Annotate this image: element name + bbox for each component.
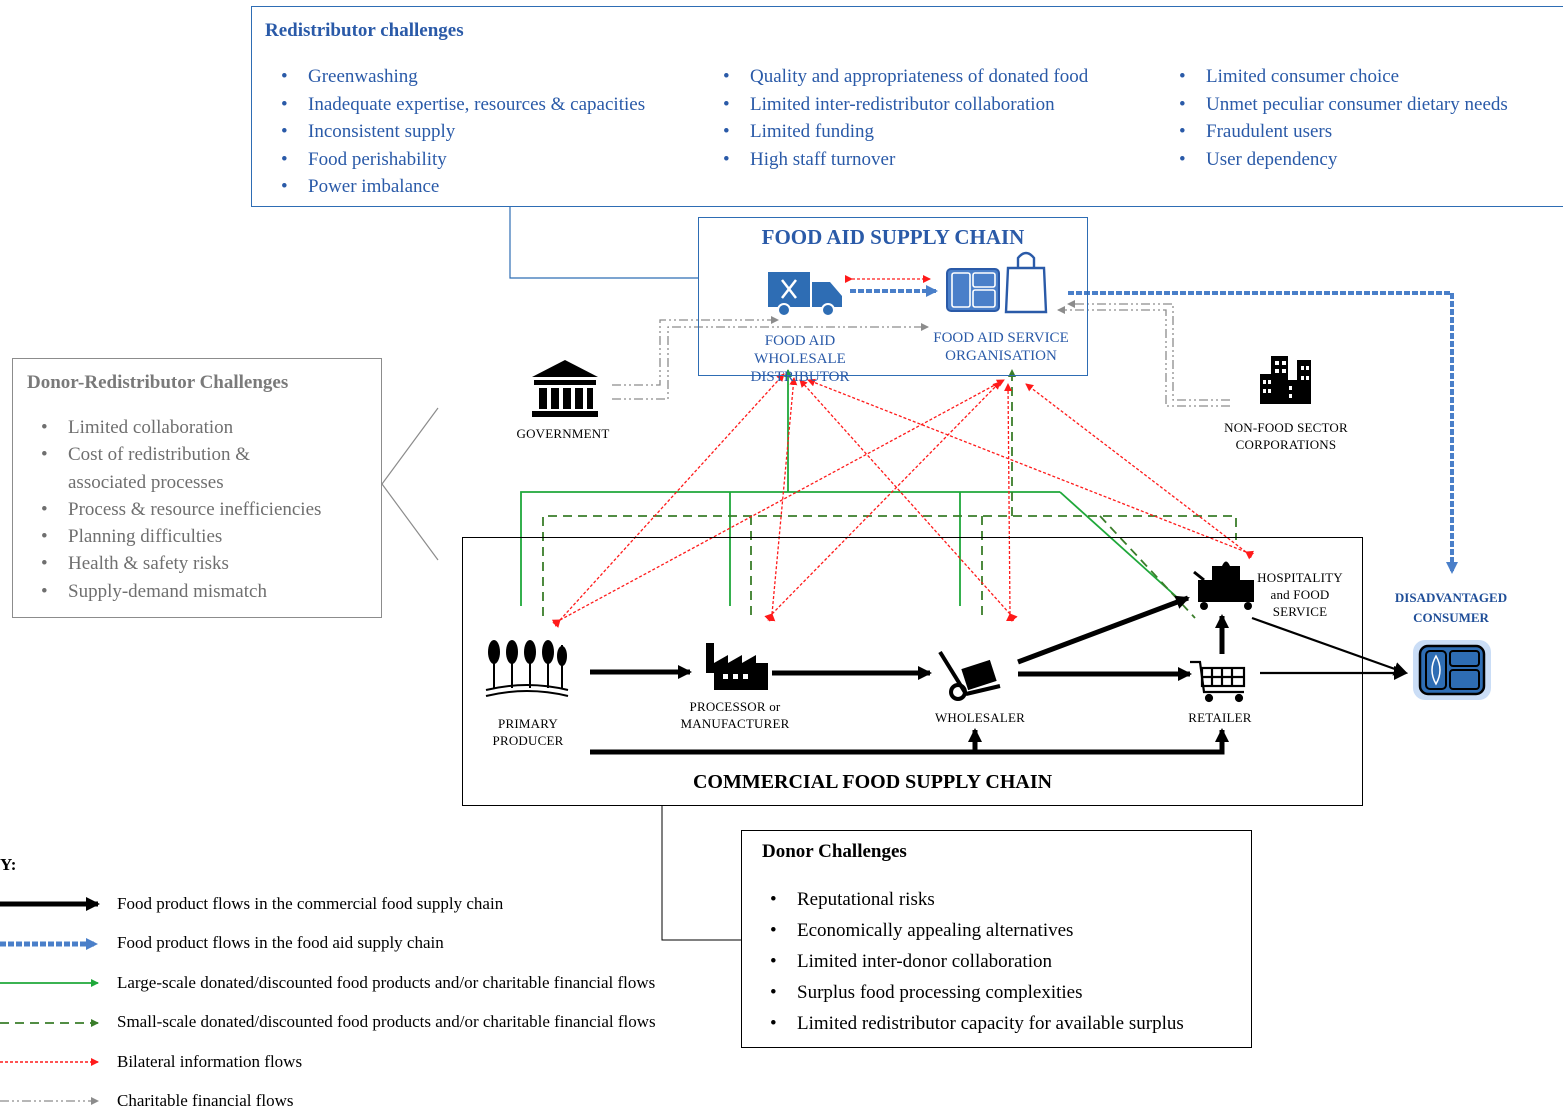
food-aid-product-flows (850, 285, 1458, 574)
government-label: GOVERNMENT (516, 426, 610, 441)
non-food-corporations-label: NON-FOOD SECTOR CORPORATIONS (1224, 420, 1348, 452)
list-item: Greenwashing (279, 63, 645, 91)
consumer-tray-icon (1413, 640, 1491, 700)
list-item: Inadequate expertise, resources & capaci… (279, 91, 645, 119)
list-item: Economically appealing alternatives (768, 915, 1184, 946)
donor-connector (661, 806, 741, 941)
factory-icon (706, 643, 768, 690)
primary-producer-label: PRIMARY PRODUCER (492, 716, 564, 748)
list-item: High staff turnover (721, 146, 1088, 174)
list-item: Reputational risks (768, 884, 1184, 915)
list-item: Surplus food processing complexities (768, 977, 1184, 1008)
commercial-food-supply-chain-box (462, 537, 1363, 806)
list-item: Process & resource inefficiencies (39, 496, 321, 524)
food-aid-supply-chain-title: FOOD AID SUPPLY CHAIN (761, 225, 1025, 249)
list-item: Health & safety risks (39, 550, 321, 578)
disadvantaged-consumer-label: DISADVANTAGED CONSUMER (1394, 590, 1508, 625)
donor-redistributor-challenges-box (12, 358, 382, 618)
redistributor-challenges-column-3: Limited consumer choice Unmet peculiar c… (1177, 63, 1508, 173)
hospitality-label: HOSPITALITY and FOOD SERVICE (1257, 570, 1343, 619)
list-item: Limited redistributor capacity for avail… (768, 1008, 1184, 1039)
dolly-icon (938, 650, 1001, 701)
key-symbols (0, 897, 100, 1105)
list-item: Quality and appropriateness of donated f… (721, 63, 1088, 91)
redistributor-challenges-column-2: Quality and appropriateness of donated f… (721, 63, 1088, 173)
commercial-food-supply-chain-title: COMMERCIAL FOOD SUPPLY CHAIN (692, 771, 1053, 793)
donor-redistributor-bracket (381, 407, 439, 561)
redistributor-challenges-box (251, 6, 1563, 207)
list-item: Food perishability (279, 146, 645, 174)
redistributor-challenges-column-1: Greenwashing Inadequate expertise, resou… (279, 63, 645, 201)
truck-icon (768, 272, 842, 317)
list-item: Limited inter-donor collaboration (768, 946, 1184, 977)
list-item: Fraudulent users (1177, 118, 1508, 146)
food-tray-icon (946, 268, 1000, 312)
donor-redistributor-challenges-list: Limited collaboration Cost of redistribu… (39, 414, 321, 605)
list-item: Supply-demand mismatch (39, 578, 321, 606)
list-item: Inconsistent supply (279, 118, 645, 146)
redistributor-connector (509, 207, 698, 279)
list-item: Power imbalance (279, 173, 645, 201)
buildings-icon (1260, 356, 1311, 404)
key-item-label: Bilateral information flows (117, 1052, 303, 1071)
food-aid-wholesale-distributor-label: FOOD AID WHOLESALE DISTRIBUTOR (750, 333, 850, 385)
commercial-product-flows (590, 595, 1229, 755)
food-service-cart-icon (1193, 561, 1254, 610)
redistributor-challenges-title: Redistributor challenges (265, 20, 464, 41)
wholesaler-label: WHOLESALER (934, 710, 1026, 725)
retailer-label: RETAILER (1188, 710, 1252, 725)
list-item: User dependency (1177, 146, 1508, 174)
donor-challenges-title: Donor Challenges (762, 841, 907, 862)
donor-challenges-list: Reputational risks Economically appealin… (768, 884, 1184, 1039)
shopping-cart-icon (1190, 660, 1246, 703)
list-item: Limited collaboration (39, 414, 321, 442)
key-item-label: Food product flows in the commercial foo… (117, 894, 504, 913)
wheat-icon (485, 640, 569, 697)
list-item: Limited inter-redistributor collaboratio… (721, 91, 1088, 119)
shopping-bag-icon (1004, 251, 1048, 314)
key-item-label: Food product flows in the food aid suppl… (117, 933, 444, 952)
donor-challenges-box (741, 830, 1252, 1048)
donor-redistributor-challenges-title: Donor-Redistributor Challenges (27, 372, 289, 393)
bilateral-information-flows (551, 275, 1254, 628)
hospitality-to-consumer-flow (1251, 616, 1408, 676)
key-item-label: Large-scale donated/discounted food prod… (117, 973, 656, 992)
key-item-label: Charitable financial flows (117, 1091, 294, 1110)
food-aid-service-organisation-label: FOOD AID SERVICE ORGANISATION (933, 330, 1069, 364)
key-item-label: Small-scale donated/discounted food prod… (117, 1012, 656, 1031)
government-icon (532, 360, 598, 417)
list-item: Limited funding (721, 118, 1088, 146)
food-aid-supply-chain-box (698, 217, 1088, 376)
list-item: Cost of redistribution & associated proc… (39, 441, 298, 496)
key-title: Y: (0, 855, 17, 874)
list-item: Limited consumer choice (1177, 63, 1508, 91)
list-item: Planning difficulties (39, 523, 321, 551)
list-item: Unmet peculiar consumer dietary needs (1177, 91, 1508, 119)
processor-label: PROCESSOR or MANUFACTURER (680, 699, 790, 731)
